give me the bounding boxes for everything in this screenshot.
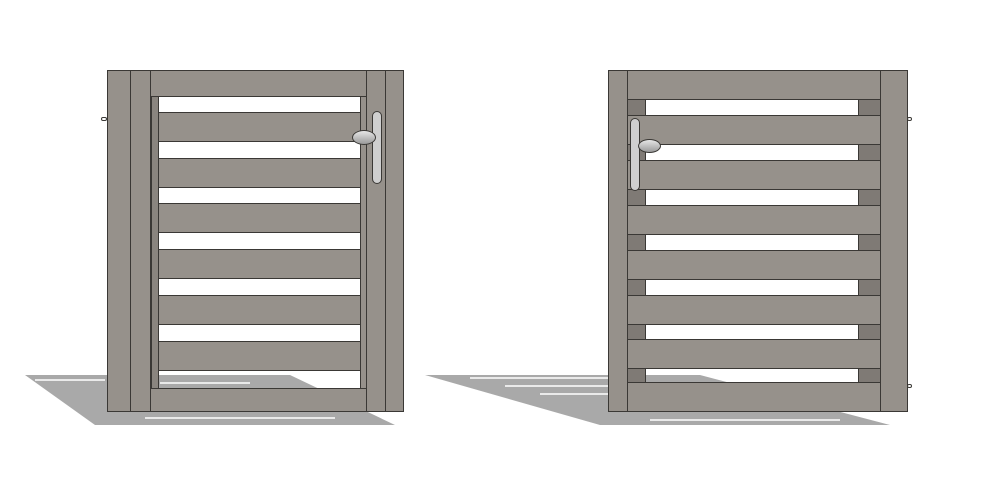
slat [627,115,881,145]
right-post [385,70,404,412]
right-post [880,70,908,412]
hinge-icon [907,384,912,388]
left-post [107,70,131,412]
slat [627,205,881,235]
slat [158,295,361,325]
slat [627,295,881,325]
slat [158,203,361,233]
door-handle-icon[interactable] [352,130,376,145]
left-stile [130,70,151,412]
slat [627,250,881,280]
hinge-icon [907,117,912,121]
slat [158,341,361,371]
slat [627,160,881,190]
hinge-icon [101,117,107,121]
left-post [608,70,628,412]
handle-plate[interactable] [372,111,382,184]
handle-plate[interactable] [630,118,640,191]
slat [627,339,881,369]
slat [158,249,361,279]
slat [158,112,361,142]
door-handle-icon[interactable] [638,139,661,153]
bottom-rail [627,382,881,412]
inner-bar [151,96,159,389]
bottom-rail [150,388,367,412]
top-rail [627,70,881,100]
slat [158,158,361,188]
top-rail [150,70,367,97]
